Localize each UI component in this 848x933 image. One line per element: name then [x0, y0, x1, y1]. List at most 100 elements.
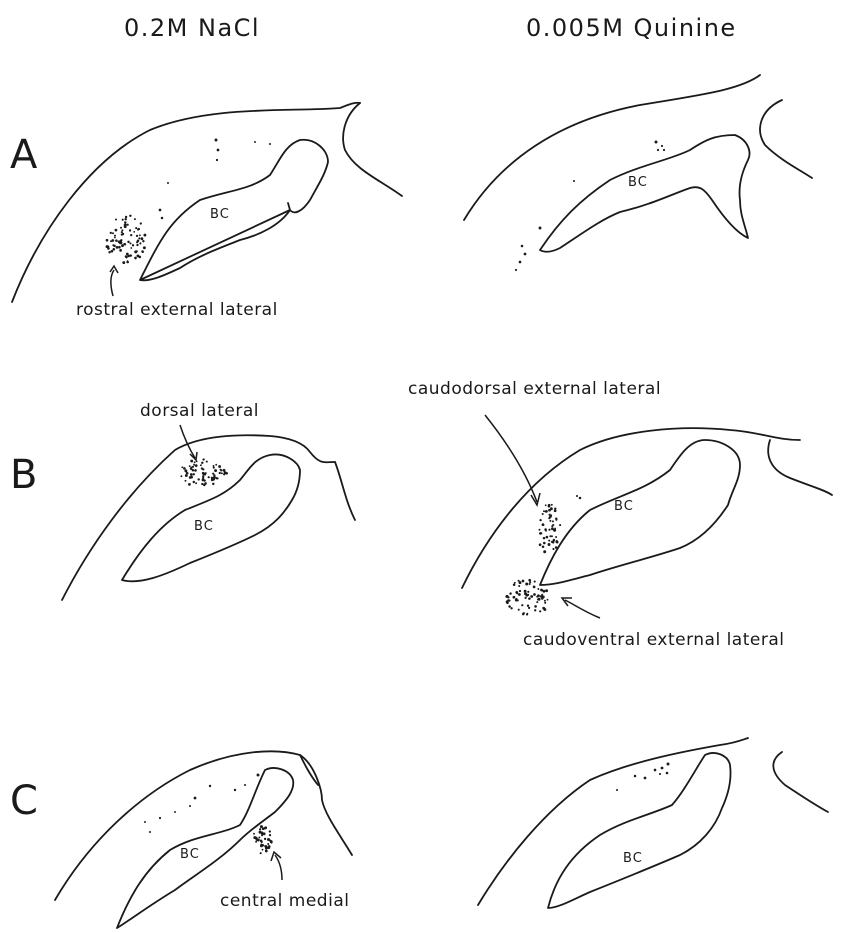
labeled-neuron: [130, 234, 132, 236]
labeled-neuron: [513, 596, 516, 599]
labeled-neuron: [616, 789, 618, 791]
labeled-neuron: [516, 592, 518, 594]
brainstem-outline: [343, 103, 402, 196]
labeled-neuron: [122, 261, 125, 264]
labeled-neuron: [529, 581, 531, 583]
labeled-neuron: [116, 246, 119, 249]
labeled-neuron: [534, 581, 536, 583]
labeled-neuron: [219, 472, 221, 474]
labeled-neuron: [201, 462, 203, 464]
labeled-neuron: [129, 229, 131, 231]
labeled-neuron: [265, 850, 268, 853]
labeled-neuron: [541, 597, 543, 599]
brachium-conjunctivum: [540, 440, 740, 585]
labeled-neuron: [213, 465, 215, 467]
labeled-neuron: [259, 829, 261, 831]
labeled-neuron: [557, 542, 559, 544]
labeled-neuron: [663, 149, 665, 151]
labeled-neuron: [262, 827, 265, 830]
bc-label: BC: [210, 207, 230, 222]
labeled-neuron: [123, 243, 125, 245]
labeled-neuron: [257, 774, 260, 777]
labeled-neuron: [184, 469, 187, 472]
labeled-neuron: [138, 228, 140, 230]
labeled-neuron: [215, 139, 218, 142]
labeled-neuron: [193, 473, 195, 475]
labeled-neuron: [195, 464, 198, 467]
labeled-neuron: [134, 218, 136, 220]
labeled-neuron: [124, 218, 126, 220]
annotation-dorsal-lateral: dorsal lateral: [140, 401, 259, 421]
labeled-neuron: [194, 461, 196, 463]
labeled-neuron: [220, 469, 222, 471]
brainstem-outline: [62, 435, 335, 600]
labeled-neuron: [130, 247, 132, 249]
labeled-neuron: [139, 242, 141, 244]
labeled-neuron: [549, 520, 551, 522]
labeled-neuron: [223, 469, 226, 472]
labeled-neuron: [195, 482, 197, 484]
labeled-neuron: [140, 222, 142, 224]
labeled-neuron: [519, 581, 522, 584]
labeled-neuron: [225, 472, 228, 475]
labeled-neuron: [115, 229, 118, 232]
labeled-neuron: [127, 261, 129, 263]
labeled-neuron: [119, 241, 122, 244]
labeled-neuron: [542, 513, 544, 515]
labeled-neuron: [216, 477, 218, 479]
labeled-neuron: [552, 520, 554, 522]
labeled-neuron: [108, 251, 110, 253]
labeled-neuron: [115, 239, 118, 242]
pointer-arrow: [562, 598, 600, 618]
labeled-neurons: [180, 458, 228, 486]
labeled-neuron: [197, 478, 199, 480]
brachium-conjunctivum: [540, 135, 749, 252]
labeled-neuron: [124, 223, 127, 226]
labeled-neuron: [159, 817, 161, 819]
labeled-neuron: [134, 257, 137, 260]
labeled-neuron: [189, 476, 192, 479]
labeled-neuron: [548, 543, 551, 546]
labeled-neuron: [555, 517, 557, 519]
labeled-neuron: [542, 545, 545, 548]
labeled-neuron: [111, 239, 114, 242]
brachium-conjunctivum: [140, 140, 328, 281]
labeled-neuron: [545, 504, 547, 506]
labeled-neuron: [540, 589, 543, 592]
labeled-neuron: [527, 605, 529, 607]
labeled-neuron: [655, 141, 658, 144]
labeled-neuron: [124, 221, 126, 223]
labeled-neuron: [519, 261, 522, 264]
labeled-neuron: [573, 180, 575, 182]
brachium-conjunctivum: [122, 454, 300, 581]
labeled-neuron: [666, 772, 669, 775]
labeled-neuron: [555, 546, 558, 549]
labeled-neuron: [260, 844, 262, 846]
labeled-neuron: [517, 599, 519, 601]
labeled-neuron: [125, 216, 127, 218]
labeled-neuron: [216, 159, 218, 161]
labeled-neuron: [188, 483, 191, 486]
labeled-neuron: [533, 593, 536, 596]
labeled-neuron: [205, 472, 207, 474]
pointer-arrow: [110, 266, 118, 296]
labeled-neuron: [661, 767, 664, 770]
labeled-neuron: [114, 235, 116, 237]
labeled-neuron: [514, 582, 516, 584]
labeled-neuron: [121, 244, 124, 247]
labeled-neuron: [519, 590, 521, 592]
labeled-neuron: [265, 847, 268, 850]
annotation-rostral-external-lateral: rostral external lateral: [76, 300, 278, 320]
labeled-neuron: [537, 594, 540, 597]
labeled-neuron: [544, 602, 546, 604]
labeled-neuron: [186, 472, 188, 474]
labeled-neuron: [208, 476, 210, 478]
labeled-neuron: [270, 840, 273, 843]
labeled-neuron: [223, 473, 225, 475]
brainstem-outline: [464, 75, 760, 220]
labeled-neuron: [217, 149, 220, 152]
labeled-neuron: [542, 523, 545, 526]
labeled-neuron: [559, 524, 561, 526]
labeled-neuron: [111, 250, 114, 253]
labeled-neuron: [539, 532, 542, 535]
